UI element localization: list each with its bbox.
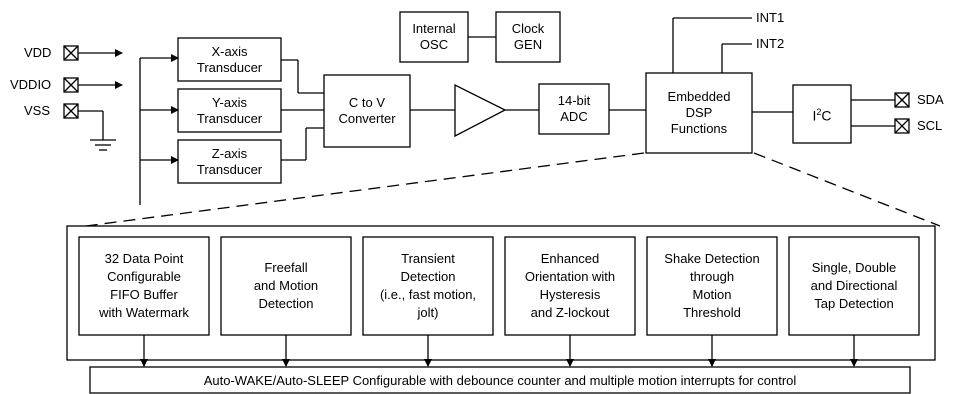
scl-pin-symbol [851,118,910,134]
interrupt-lines [672,17,752,73]
z-axis-transducer-box [177,139,282,184]
function-arrows [140,335,858,367]
function-tap-detection: Single, Double and Directional Tap Detec… [810,260,898,311]
transducer-connections [281,59,324,161]
sda-pin-symbol [851,92,910,108]
function-shake-detection: Shake Detection through Motion Threshold [664,251,760,320]
amplifier-triangle [454,83,507,138]
zoom-dashed-lines [85,152,941,227]
auto-wake-sleep-footer: Auto-WAKE/Auto-SLEEP Configurable with d… [203,372,797,388]
adc-box [538,83,610,135]
i2c-box [792,84,852,144]
function-freefall-motion: Freefall and Motion Detection [253,260,319,311]
function-transient-detection: Transient Detection (i.e., fast motion, … [379,251,477,320]
function-fifo-buffer: 32 Data Point Configurable FIFO Buffer w… [99,251,189,320]
int1-label: INT1 [756,10,785,25]
dsp-box [645,72,753,154]
vss-label: VSS [24,103,51,118]
scl-label: SCL [917,118,943,133]
c-to-v-box [323,74,411,148]
vdd-pin-symbol [63,45,123,61]
int2-label: INT2 [756,36,785,51]
supply-bus [139,54,179,205]
i2c-block: I2C [812,107,832,124]
footer-box [89,366,911,394]
sda-label: SDA [917,92,944,107]
vddio-label: VDDIO [10,77,52,92]
vddio-pin-symbol [63,77,123,93]
function-orientation: Enhanced Orientation with Hysteresis and… [524,251,616,320]
vdd-label: VDD [24,45,52,60]
functions-panel [66,225,936,361]
vss-ground-symbol [63,103,116,151]
